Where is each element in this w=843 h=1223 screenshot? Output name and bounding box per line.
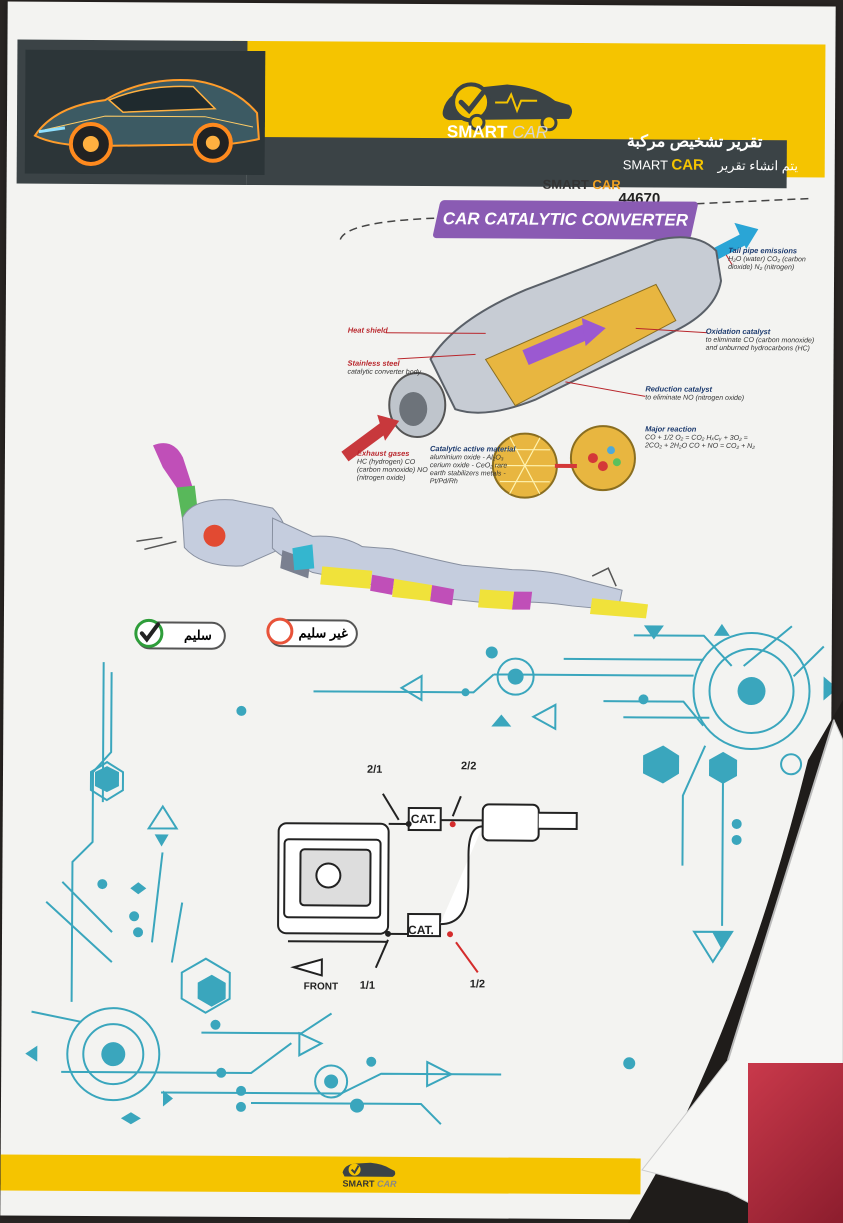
- empty-circle-icon: [266, 617, 294, 645]
- footer-logo: [342, 1162, 396, 1177]
- status-ok-badge[interactable]: سليم: [134, 618, 226, 650]
- catalytic-converter-illustration: [341, 222, 759, 499]
- heat-shield-label: Heat shield: [347, 325, 388, 335]
- status-bad-badge[interactable]: غير سليم: [266, 617, 358, 648]
- report-title-arabic: تقرير تشخيص مركبة: [626, 133, 763, 152]
- sensor-1-1-label: 1/1: [359, 979, 376, 992]
- circuit-decoration: [25, 623, 833, 1125]
- check-circle-icon: [134, 618, 164, 648]
- sensor-1-2-label: 1/2: [469, 978, 486, 991]
- exhaust-system-illustration: [136, 443, 649, 619]
- red-cloth-background: [748, 1063, 843, 1223]
- sensor-2-2-label: 2/2: [461, 760, 477, 773]
- smart-car-logo: [442, 82, 573, 132]
- cat-sensor-diagram: [277, 793, 578, 977]
- offset-brand-print: SMART CAR: [542, 176, 621, 193]
- cat-label-bottom: CAT.: [408, 922, 434, 938]
- footer-brand: SMART CAR: [342, 1178, 397, 1189]
- footer-band: SMART CAR: [0, 1154, 641, 1195]
- sensor-2-1-label: 2/1: [366, 763, 383, 776]
- report-subtitle: SMART CAR يتم انشاء تقرير: [622, 156, 799, 174]
- dashed-divider: [339, 197, 813, 240]
- front-label: FRONT: [303, 981, 339, 993]
- report-header: SMART CAR تقرير تشخيص مركبة SMART CAR يت…: [16, 39, 826, 189]
- sports-car-image: [24, 49, 266, 176]
- brand-wordmark: SMART CAR: [446, 122, 549, 142]
- cat-label-top: CAT.: [410, 811, 437, 827]
